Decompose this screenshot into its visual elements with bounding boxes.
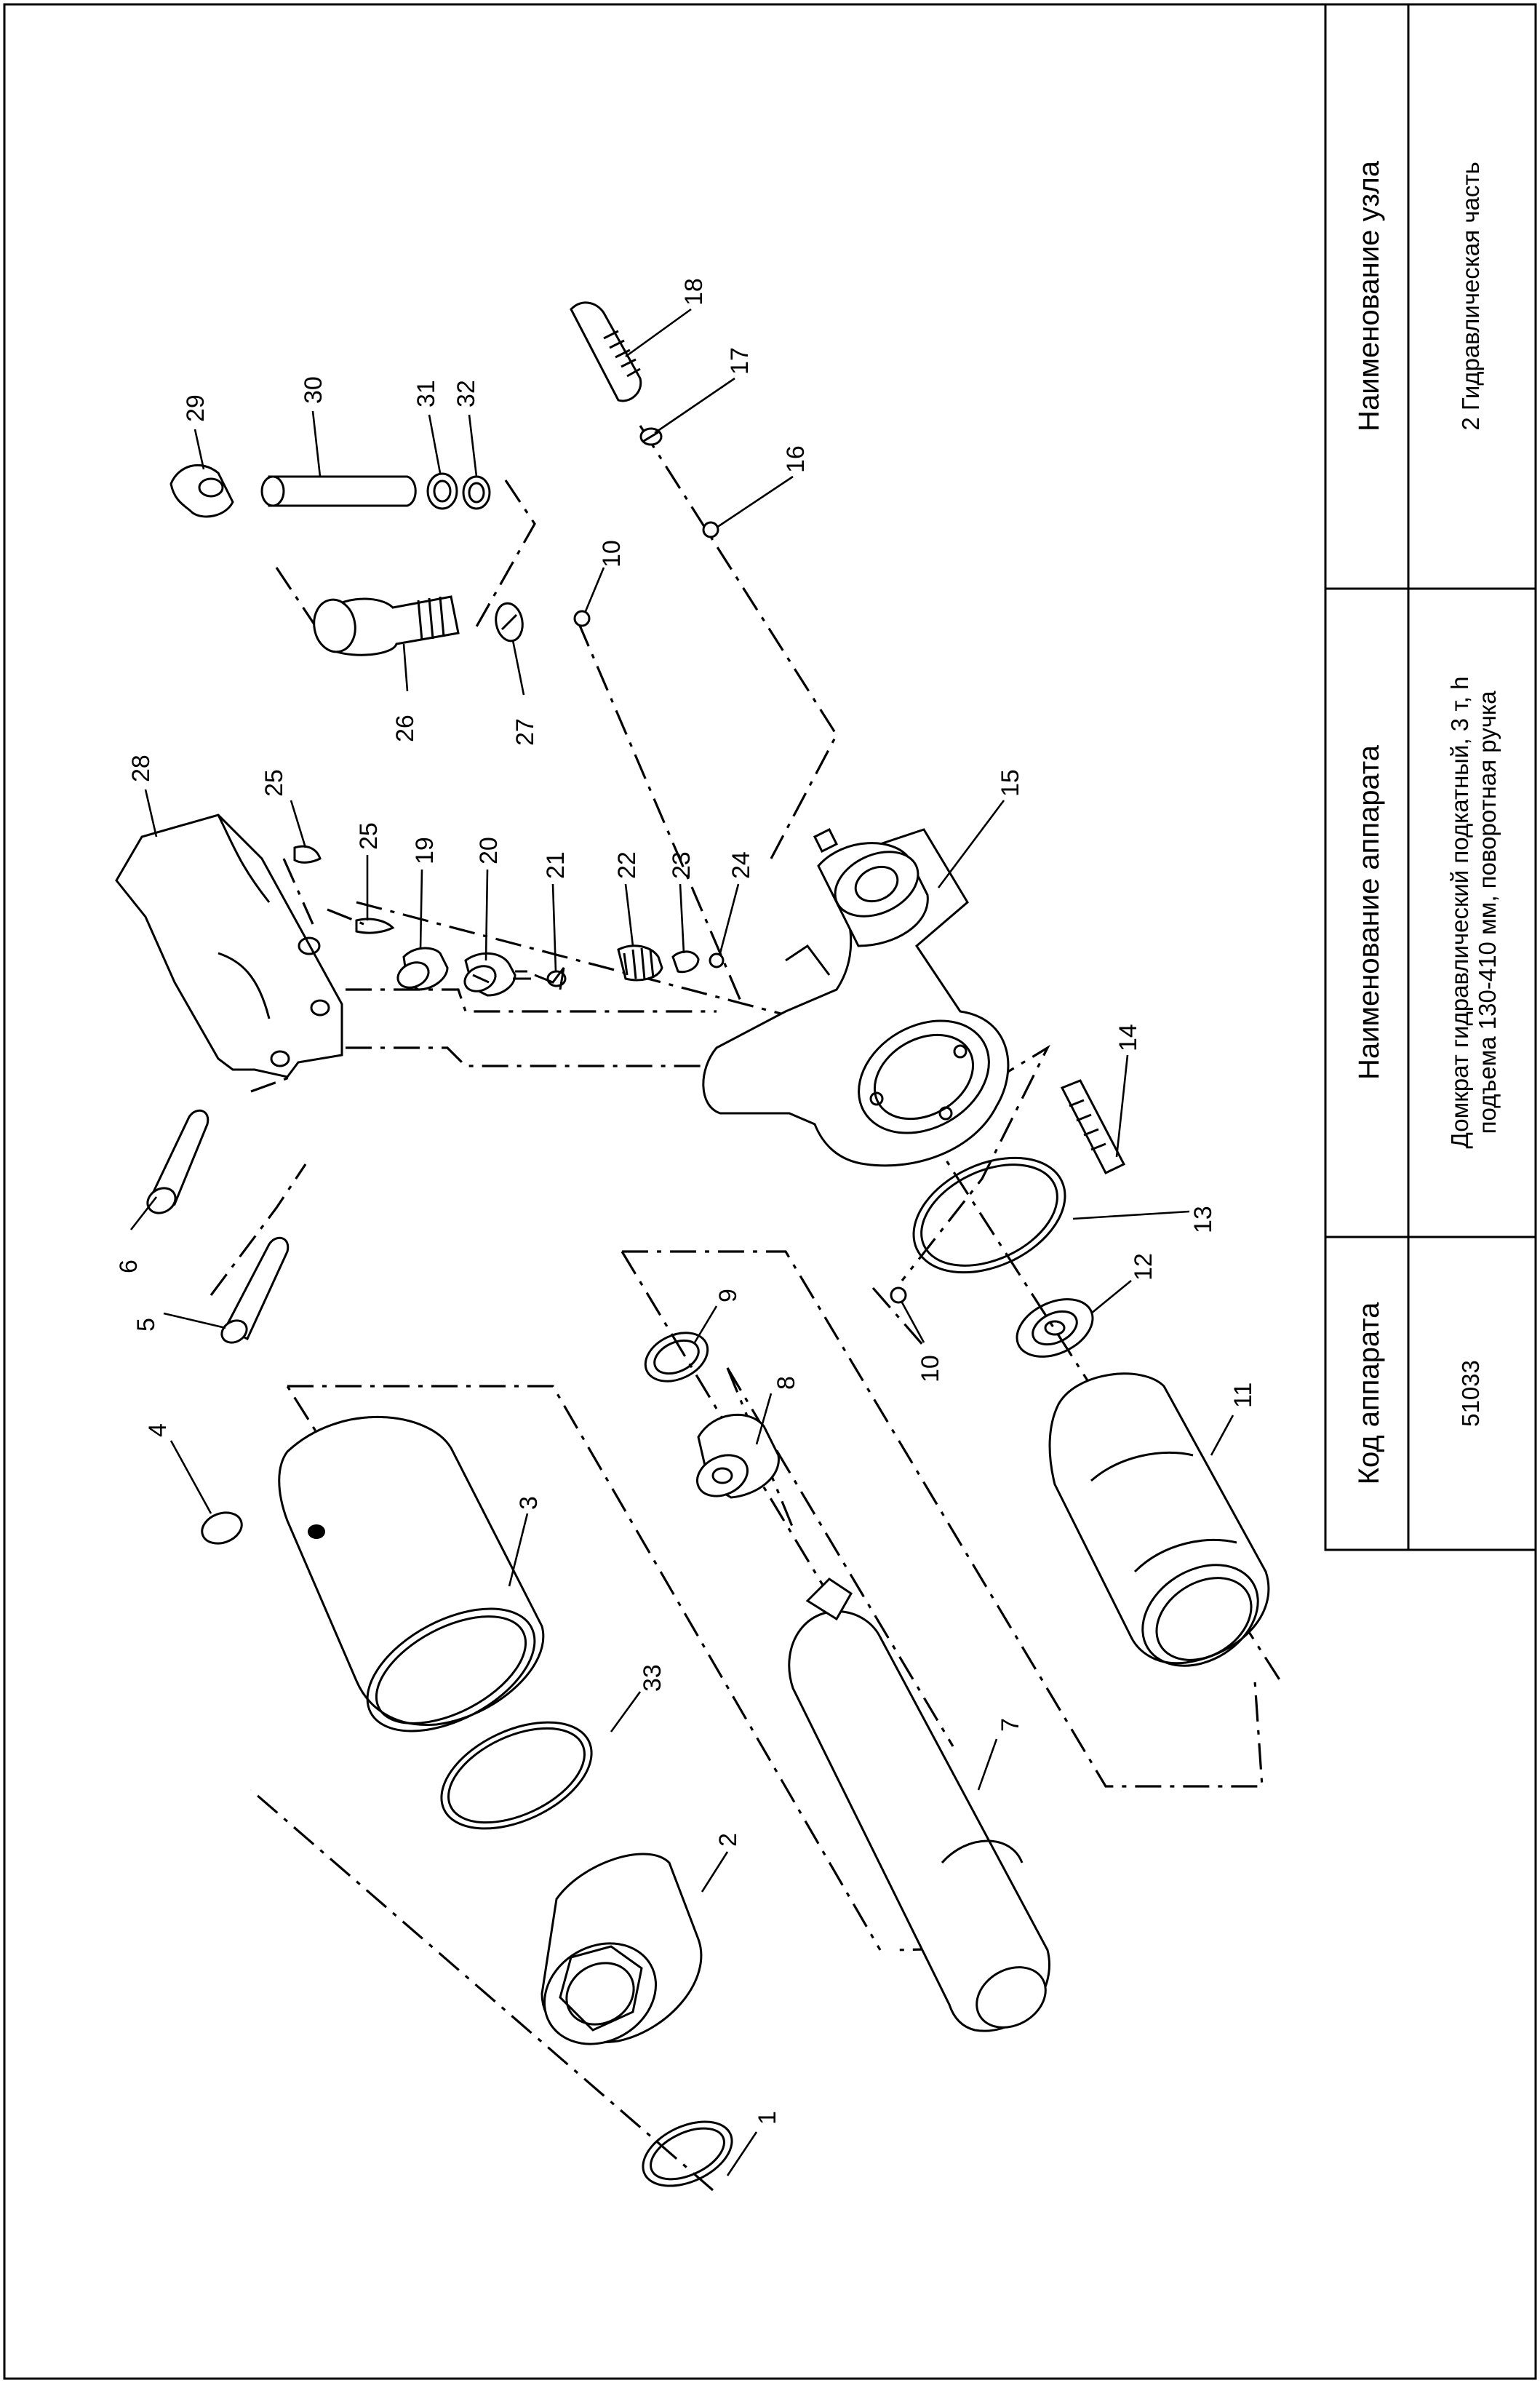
- label-22: 22: [613, 851, 641, 879]
- part-26-release-valve: [313, 595, 460, 656]
- unit-name-header: Наименование узла: [1353, 160, 1385, 431]
- label-14: 14: [1114, 1024, 1142, 1051]
- device-name-line2: подъема 130-410 мм, поворотная ручка: [1474, 691, 1501, 1134]
- unit-name-value: 2 Гидравлическая часть: [1457, 162, 1484, 430]
- part-10-ball-lower: [890, 1286, 907, 1304]
- label-4: 4: [144, 1423, 172, 1437]
- part-23-seat: [671, 950, 700, 974]
- label-25-lower: 25: [355, 822, 383, 850]
- label-33: 33: [639, 1664, 666, 1692]
- label-20: 20: [475, 837, 503, 864]
- label-1: 1: [754, 2111, 781, 2125]
- part-20-valve-screw: [463, 952, 531, 997]
- part-22-spring: [617, 944, 663, 982]
- part-1-seal-ring: [642, 2120, 733, 2187]
- part-4-cap: [201, 1511, 243, 1545]
- part-14-pin: [1060, 1079, 1126, 1174]
- label-16: 16: [782, 445, 810, 473]
- label-17: 17: [726, 347, 754, 375]
- label-10-upper: 10: [598, 540, 626, 568]
- part-16-ball: [702, 521, 719, 538]
- label-21: 21: [542, 851, 570, 879]
- label-12: 12: [1130, 1253, 1157, 1281]
- label-11: 11: [1229, 1383, 1257, 1408]
- label-23: 23: [668, 851, 695, 879]
- label-7: 7: [997, 1718, 1024, 1732]
- part-31-ring: [426, 472, 458, 510]
- label-19: 19: [411, 837, 439, 864]
- part-25-pin-lower: [355, 918, 395, 934]
- label-2: 2: [714, 1833, 742, 1847]
- title-block: Наименование узла 2 Гидравлическая часть…: [1324, 3, 1537, 1551]
- part-11-cylinder: [1048, 1372, 1270, 1667]
- part-2-nut: [540, 1853, 703, 2045]
- label-27: 27: [511, 718, 539, 746]
- label-28: 28: [127, 755, 155, 782]
- label-18: 18: [680, 278, 708, 306]
- device-name-header: Наименование аппарата: [1353, 744, 1385, 1080]
- part-7-piston-rod: [788, 1578, 1050, 2032]
- label-32: 32: [452, 380, 480, 407]
- part-33-o-ring: [440, 1721, 593, 1830]
- part-24-ball: [709, 952, 725, 968]
- part-19-plug: [396, 947, 449, 991]
- label-25-upper: 25: [260, 769, 288, 797]
- device-name-line1: Домкрат гидравлический подкатный, 3 т, h: [1446, 677, 1473, 1149]
- part-number-labels: 1 2 3 4 5 6 7 8 9 10 10 11 12 13 14 15 1…: [115, 278, 1257, 2125]
- part-21-valve: [534, 967, 567, 990]
- part-29-cap: [169, 464, 234, 518]
- label-26: 26: [391, 715, 419, 742]
- part-10-ball-upper: [573, 610, 591, 627]
- part-27-washer: [495, 602, 524, 643]
- label-31: 31: [412, 380, 440, 407]
- part-30-rod: [260, 475, 417, 507]
- leader-lines: [129, 308, 1234, 2176]
- part-9-washer: [644, 1332, 709, 1383]
- label-29: 29: [182, 394, 210, 422]
- device-code-header: Код аппарата: [1353, 1302, 1385, 1484]
- part-13-o-ring: [912, 1156, 1066, 1274]
- assembly-lines: [210, 425, 1282, 2192]
- part-5-bolt: [220, 1236, 290, 1344]
- label-15: 15: [997, 769, 1024, 797]
- label-5: 5: [132, 1318, 160, 1332]
- label-9: 9: [714, 1289, 742, 1302]
- label-3: 3: [515, 1496, 543, 1510]
- outer-frame: [3, 3, 1537, 2380]
- part-32-ring: [462, 475, 491, 510]
- part-25-pin-upper: [293, 845, 322, 864]
- label-24: 24: [727, 851, 755, 879]
- label-13: 13: [1189, 1206, 1217, 1233]
- part-12-seal-disc: [1016, 1298, 1094, 1358]
- label-30: 30: [300, 376, 327, 404]
- part-3-reservoir: [278, 1415, 545, 1732]
- label-6: 6: [115, 1260, 143, 1273]
- part-18-screw: [570, 301, 642, 402]
- part-15-pump-body: [702, 827, 1010, 1167]
- device-code-value: 51033: [1457, 1360, 1484, 1427]
- label-10-lower: 10: [917, 1355, 944, 1383]
- label-8: 8: [773, 1376, 800, 1390]
- part-28-bracket: [115, 813, 343, 1078]
